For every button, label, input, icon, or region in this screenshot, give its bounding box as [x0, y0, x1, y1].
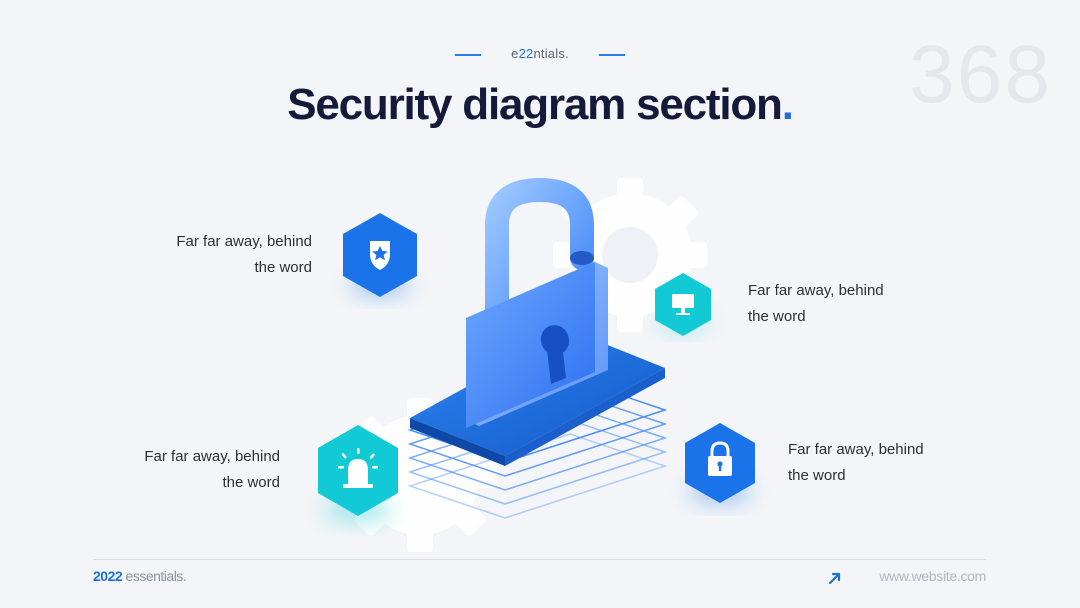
hex-shield: [343, 213, 417, 297]
kicker-line-right: [598, 53, 625, 56]
padlock-icon: [708, 441, 732, 476]
lock-body: [466, 262, 608, 428]
arrow-up-right-icon[interactable]: [827, 570, 843, 586]
monitor-icon: [672, 294, 694, 315]
footer-divider: [93, 559, 986, 560]
siren-alarm-icon: [338, 448, 378, 488]
item-label-alarm: Far far away, behind the word: [144, 448, 280, 491]
lock-shackle: [485, 177, 594, 330]
kicker-text: e22ntials.: [511, 46, 569, 61]
page-title: Security diagram section.: [287, 80, 794, 129]
item-label-monitor: Far far away, behind the word: [748, 282, 884, 325]
hex-alarm: [318, 425, 398, 523]
shield-star-icon: [370, 241, 390, 270]
item-label-shield: Far far away, behind the word: [176, 233, 312, 276]
item-label-padlock: Far far away, behind the word: [788, 441, 924, 484]
hex-monitor: [655, 273, 711, 336]
footer-brand: 2022 essentials.: [93, 568, 187, 584]
page-number: 368: [909, 29, 1052, 120]
footer-url-link[interactable]: www.website.com: [879, 568, 986, 584]
brand-kicker: e22ntials.: [0, 46, 1080, 61]
kicker-line-left: [455, 53, 482, 56]
hex-padlock: [685, 423, 755, 504]
